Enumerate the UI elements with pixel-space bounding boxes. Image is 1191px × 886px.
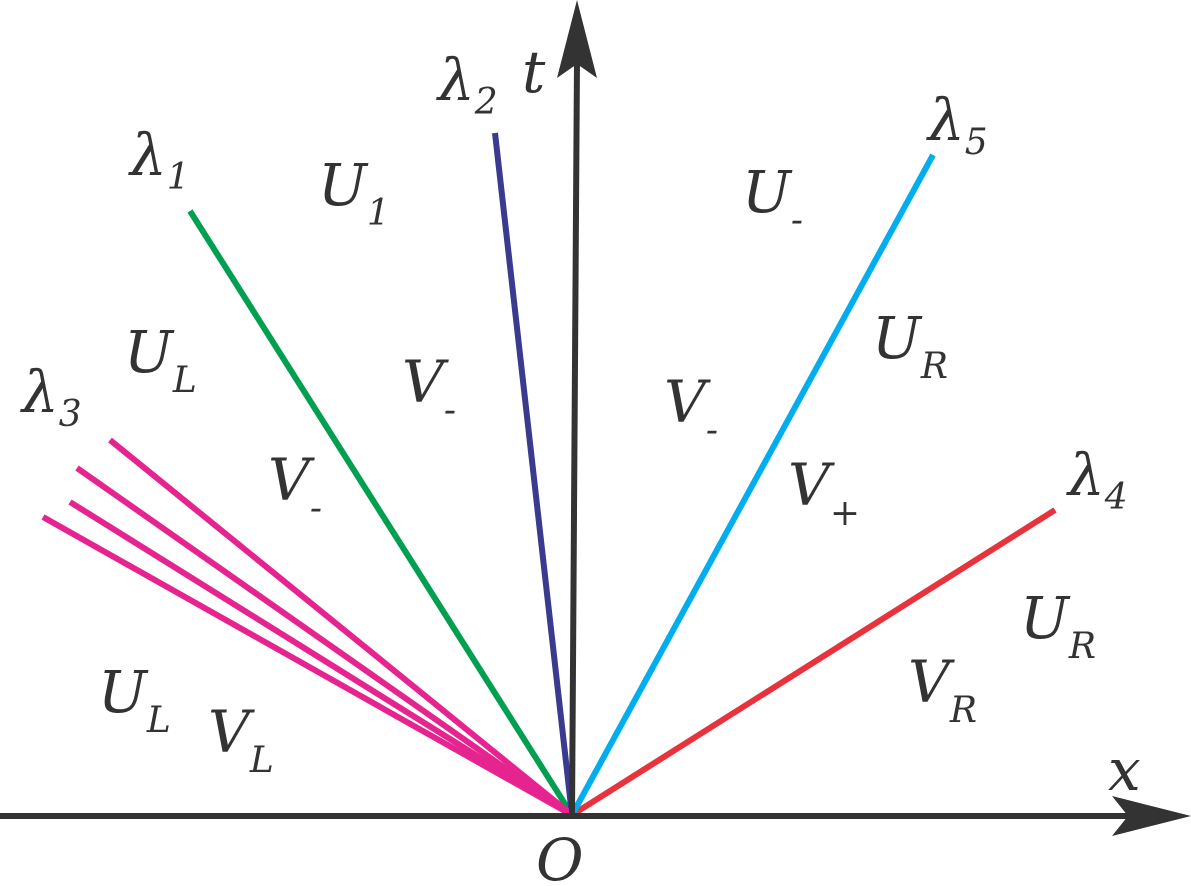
region-label: U1: [318, 151, 390, 234]
region-label: V+: [788, 451, 860, 534]
lambda-3-wave-line-2: [75, 465, 574, 818]
region-label: VL: [208, 698, 274, 781]
lambda-3-wave-line-3: [68, 499, 574, 818]
lambda-4-label: λ4: [1066, 441, 1128, 518]
region-label: V-: [402, 348, 456, 431]
x-axis-arrowhead: [1112, 796, 1191, 836]
t-axis-arrowhead: [557, 0, 597, 78]
lambda-3-wave-line-4: [41, 514, 574, 818]
x-axis-label: x: [1108, 736, 1141, 804]
lambda-1-wave-line: [187, 209, 575, 817]
region-label: UL: [124, 318, 197, 401]
region-label: U-: [742, 158, 803, 241]
region-label: UR: [1020, 584, 1096, 667]
region-label: UL: [98, 658, 171, 741]
region-label: VR: [908, 648, 977, 731]
lambda-5-label: λ5: [926, 86, 988, 163]
region-label: UR: [872, 304, 948, 387]
lambda-3-wave-line-1: [108, 437, 574, 818]
lambda-2-label: λ2: [436, 46, 498, 123]
lambda-3-label: λ3: [20, 358, 82, 435]
t-axis: [569, 59, 580, 817]
region-label: V-: [664, 368, 718, 451]
origin-label: O: [536, 826, 584, 886]
t-axis-label: t: [522, 38, 546, 106]
region-label: V-: [268, 446, 322, 529]
lambda-4-wave-line: [570, 507, 1057, 818]
lambda-5-wave-line: [569, 153, 936, 817]
lambda-1-label: λ1: [128, 121, 190, 198]
lambda-2-wave-line: [492, 132, 575, 816]
